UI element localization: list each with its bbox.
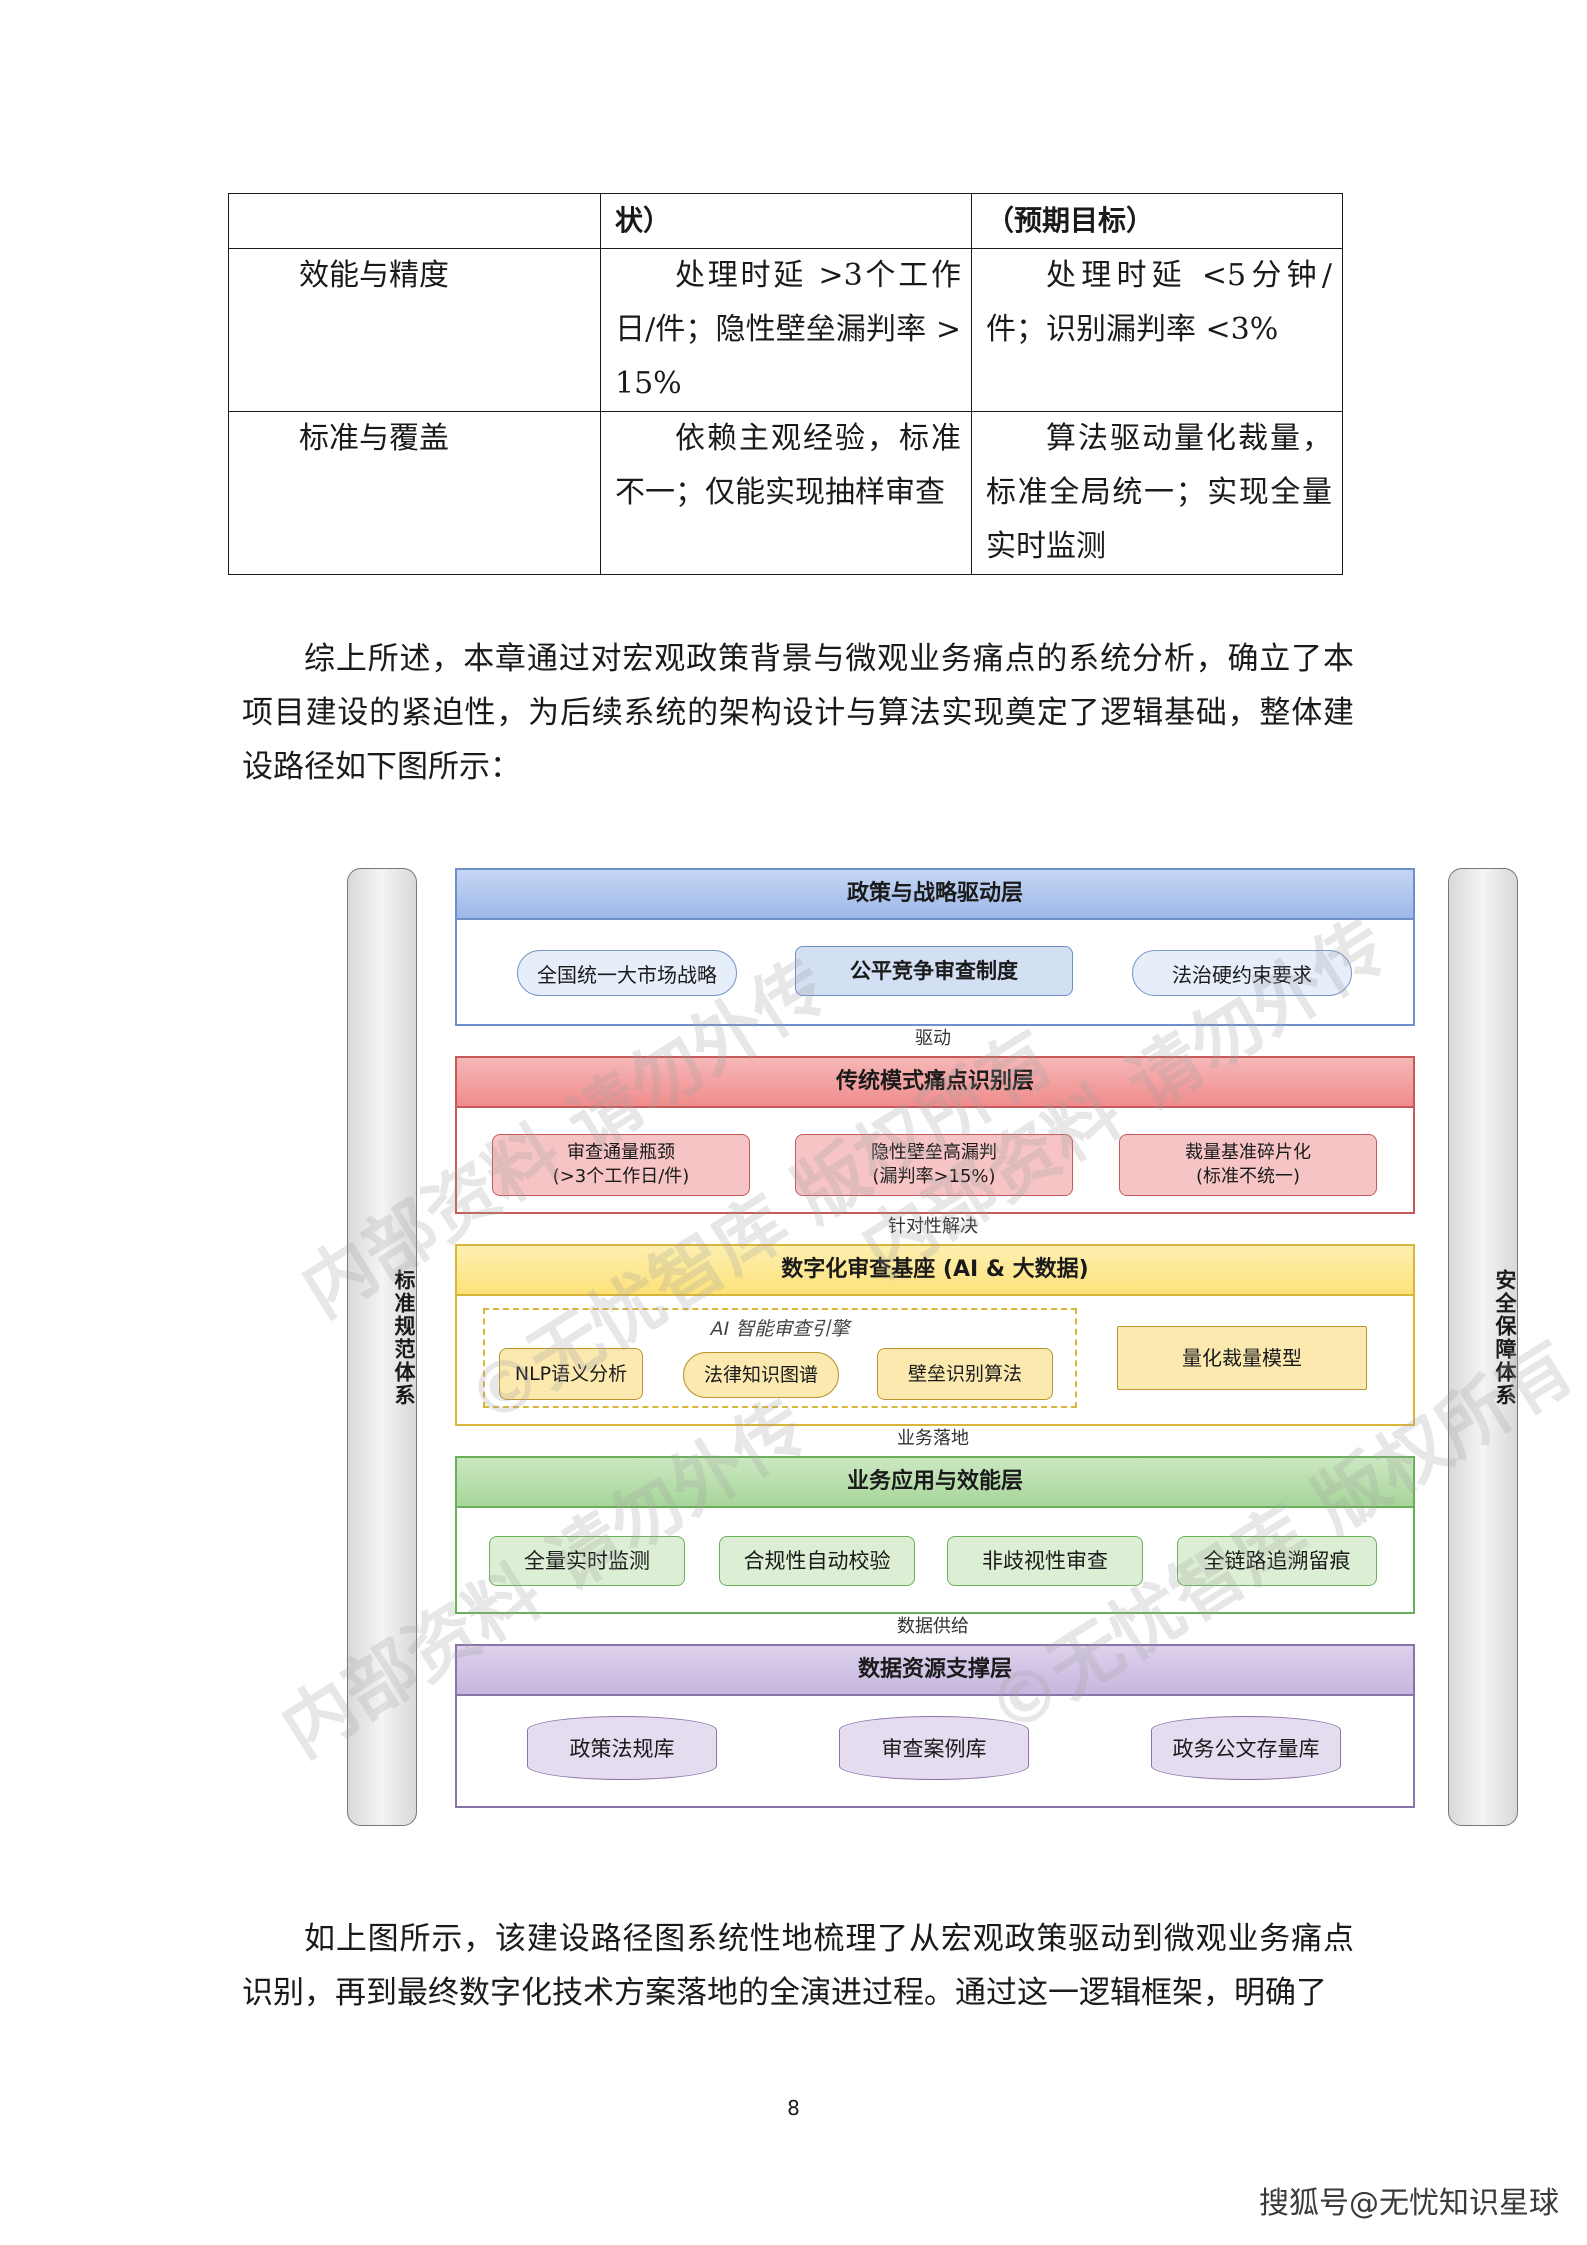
table-row: 标准与覆盖 依赖主观经验，标准不一；仅能实现抽样审查 算法驱动量化裁量，标准全局…	[228, 411, 1343, 575]
layer-item: NLP语义分析	[499, 1348, 643, 1400]
table-row: 效能与精度 处理时延 >3个工作日/件；隐性壁垒漏判率 >15% 处理时延 <5…	[228, 248, 1343, 412]
side-label: 标准规范体系	[392, 1269, 416, 1407]
target-state-cell: 处理时延 <5分钟/件；识别漏判率 <3%	[971, 248, 1343, 412]
layer-item: 裁量基准碎片化 (标准不统一)	[1119, 1134, 1377, 1196]
table-header-row: 状） （预期目标）	[228, 193, 1343, 249]
layer-item: 全量实时监测	[489, 1536, 685, 1586]
layer-item: 合规性自动校验	[719, 1536, 915, 1586]
current-state-cell: 依赖主观经验，标准不一；仅能实现抽样审查	[600, 411, 972, 575]
application-layer: 业务应用与效能层 全量实时监测 合规性自动校验 非歧视性审查 全链路追溯留痕	[455, 1456, 1415, 1614]
source-brand: 搜狐号@无忧知识星球	[1259, 2186, 1559, 2221]
policy-strategy-layer: 政策与战略驱动层 全国统一大市场战略 公平竞争审查制度 法治硬约束要求	[455, 868, 1415, 1026]
current-state-cell: 处理时延 >3个工作日/件；隐性壁垒漏判率 >15%	[600, 248, 972, 412]
layer-title: 传统模式痛点识别层	[457, 1058, 1413, 1108]
layer-item: 壁垒识别算法	[877, 1348, 1053, 1400]
layer-title: 政策与战略驱动层	[457, 870, 1413, 920]
summary-paragraph: 综上所述，本章通过对宏观政策背景与微观业务痛点的系统分析，确立了本项目建设的紧迫…	[242, 641, 1354, 785]
layer-item: 隐性壁垒高漏判 (漏判率>15%)	[795, 1134, 1073, 1196]
connector-label: 业务落地	[897, 1428, 969, 1449]
layer-title: 数据资源支撑层	[457, 1646, 1413, 1696]
table-header-cell: 状）	[600, 193, 972, 249]
layer-item: 审查通量瓶颈 (>3个工作日/件)	[492, 1134, 750, 1196]
layer-item: 法律知识图谱	[683, 1352, 839, 1398]
database-item: 政策法规库	[527, 1716, 717, 1780]
side-label: 安全保障体系	[1493, 1269, 1517, 1407]
explanation-paragraph: 如上图所示，该建设路径图系统性地梳理了从宏观政策驱动到微观业务痛点识别，再到最终…	[242, 1921, 1354, 2011]
data-resource-layer: 数据资源支撑层 政策法规库 审查案例库 政务公文存量库	[455, 1644, 1415, 1808]
connector-label: 数据供给	[897, 1616, 969, 1637]
layer-title: 数字化审查基座 (AI & 大数据)	[457, 1246, 1413, 1296]
row-label: 效能与精度	[228, 248, 601, 412]
comparison-table: 状） （预期目标） 效能与精度 处理时延 >3个工作日/件；隐性壁垒漏判率 >1…	[228, 193, 1343, 575]
row-label: 标准与覆盖	[228, 411, 601, 575]
digital-foundation-layer: 数字化审查基座 (AI & 大数据) AI 智能审查引擎 NLP语义分析 法律知…	[455, 1244, 1415, 1426]
connector-label: 驱动	[915, 1028, 951, 1049]
security-system-bar: 安全保障体系	[1448, 868, 1518, 1826]
construction-path-diagram: 标准规范体系 安全保障体系 政策与战略驱动层 全国统一大市场战略 公平竞争审查制…	[267, 840, 1587, 1840]
layer-item: 全链路追溯留痕	[1177, 1536, 1377, 1586]
engine-label: AI 智能审查引擎	[710, 1318, 850, 1340]
target-state-cell: 算法驱动量化裁量，标准全局统一；实现全量实时监测	[971, 411, 1343, 575]
table-header-cell	[228, 193, 601, 249]
layer-item: 法治硬约束要求	[1132, 950, 1352, 996]
layer-title: 业务应用与效能层	[457, 1458, 1413, 1508]
connector-label: 针对性解决	[888, 1216, 978, 1237]
page-number: 8	[787, 2096, 800, 2120]
layer-item: 非歧视性审查	[947, 1536, 1143, 1586]
standards-system-bar: 标准规范体系	[347, 868, 417, 1826]
table-header-cell: （预期目标）	[971, 193, 1343, 249]
ai-engine-group: AI 智能审查引擎 NLP语义分析 法律知识图谱 壁垒识别算法	[483, 1308, 1077, 1408]
database-item: 政务公文存量库	[1151, 1716, 1341, 1780]
pain-point-layer: 传统模式痛点识别层 审查通量瓶颈 (>3个工作日/件) 隐性壁垒高漏判 (漏判率…	[455, 1056, 1415, 1214]
layer-item: 公平竞争审查制度	[795, 946, 1073, 996]
database-item: 审查案例库	[839, 1716, 1029, 1780]
layer-item: 量化裁量模型	[1117, 1326, 1367, 1390]
layer-item: 全国统一大市场战略	[517, 950, 737, 996]
